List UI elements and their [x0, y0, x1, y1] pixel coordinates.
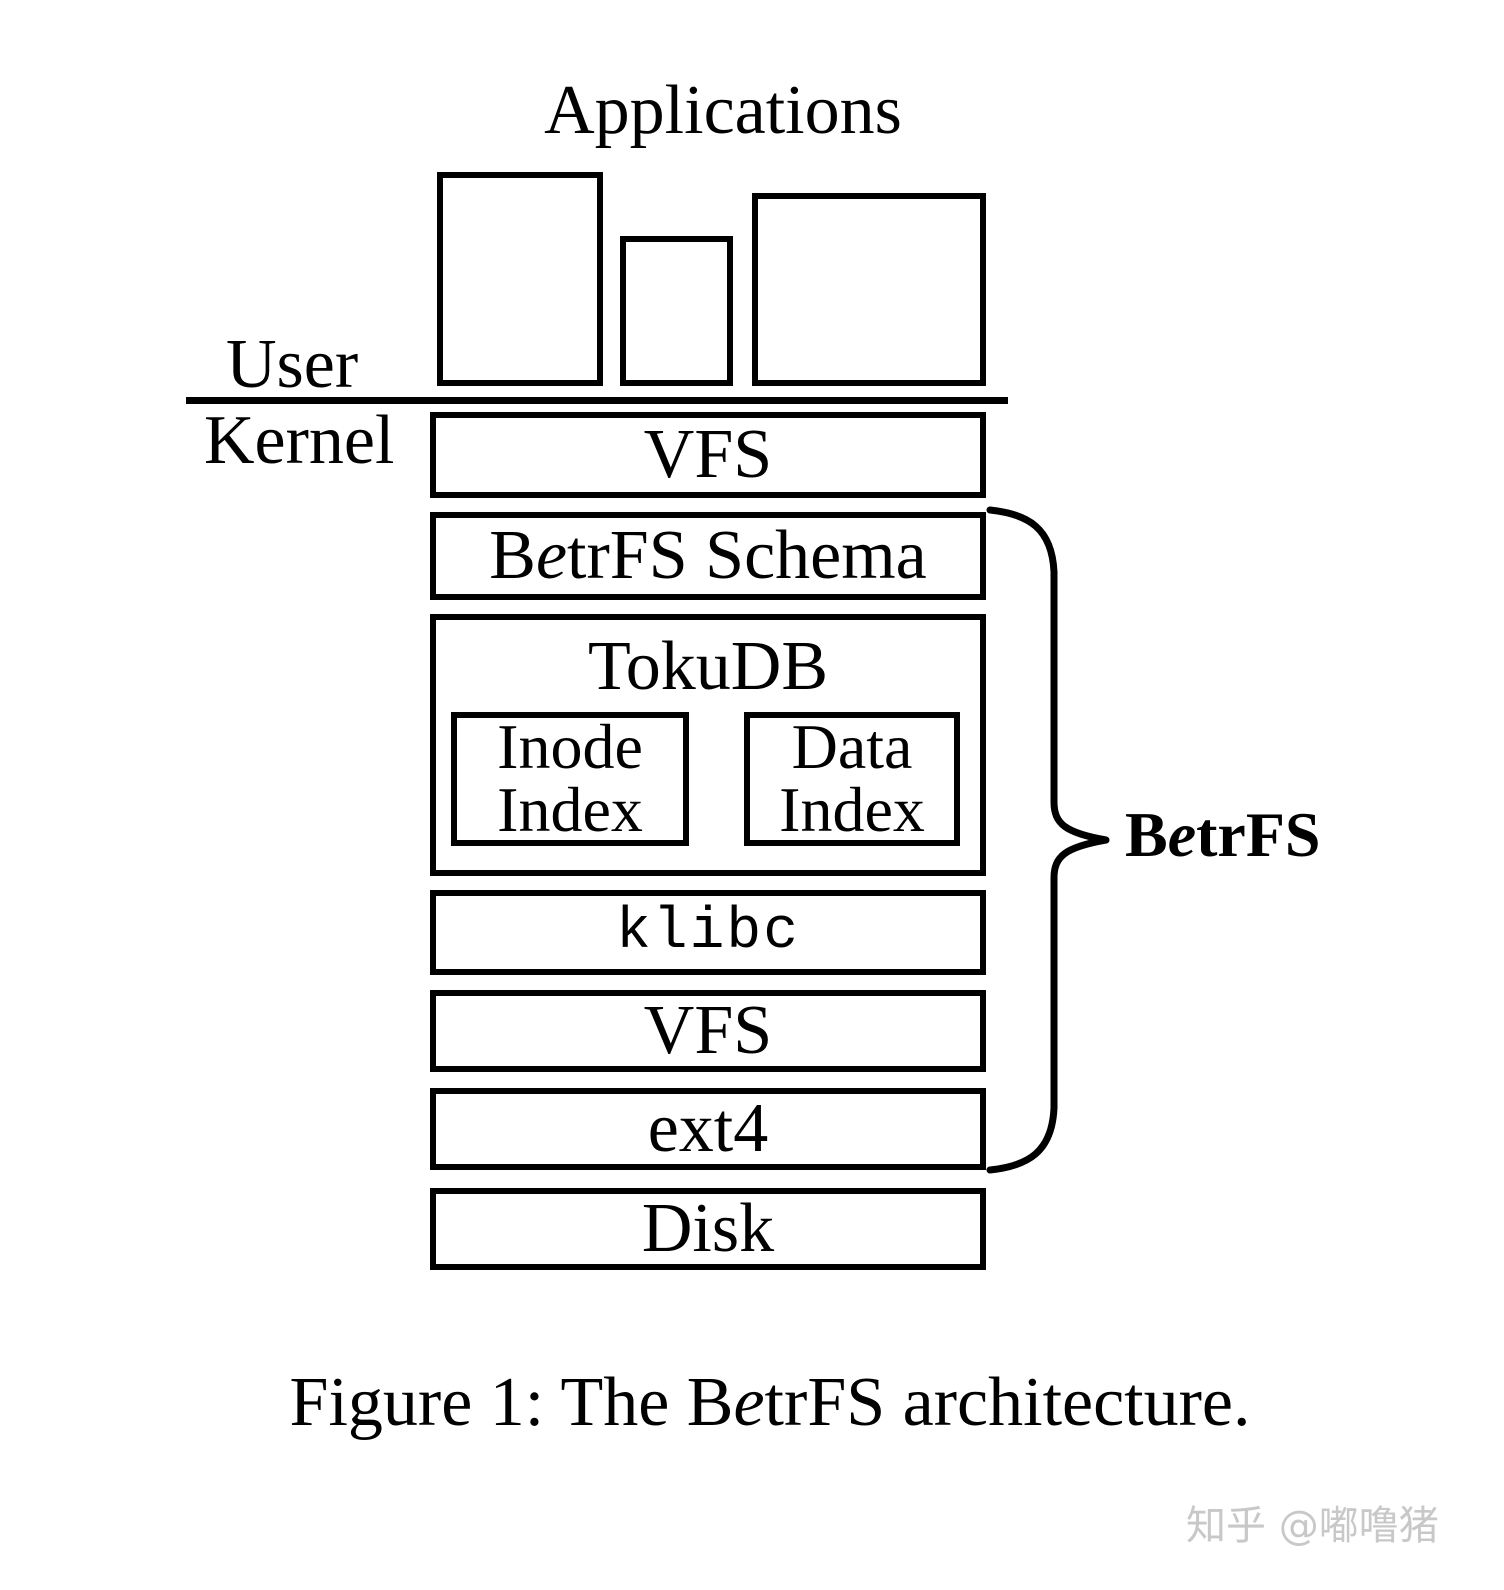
application-box-1	[437, 172, 603, 386]
schema-label-prefix: B	[489, 517, 536, 594]
ext4-box: ext4	[430, 1088, 986, 1170]
applications-title: Applications	[544, 72, 902, 149]
vfs-top-box: VFS	[430, 412, 986, 498]
klibc-label: klibc	[615, 899, 801, 965]
data-index-line1: Data	[791, 711, 913, 783]
caption-prefix: Figure 1: The B	[289, 1364, 734, 1441]
kernel-label: Kernel	[204, 402, 395, 479]
user-kernel-divider-line	[186, 397, 1008, 404]
caption-italic-e: e	[733, 1364, 765, 1441]
brace-label-prefix: B	[1125, 799, 1168, 870]
betrfs-group-brace	[986, 506, 1110, 1174]
data-index-box: Data Index	[744, 712, 960, 846]
inode-index-line2: Index	[497, 774, 643, 845]
klibc-box: klibc	[430, 890, 986, 975]
disk-box: Disk	[430, 1188, 986, 1270]
schema-label-italic-e: e	[535, 517, 568, 594]
figure-caption: Figure 1: The BetrFS architecture.	[290, 1368, 1251, 1438]
betrfs-schema-box: BetrFS Schema	[430, 512, 986, 600]
caption-suffix: trFS architecture.	[764, 1364, 1251, 1441]
vfs-bottom-label: VFS	[643, 992, 773, 1069]
brace-label-italic-e: e	[1167, 799, 1197, 870]
application-box-3	[752, 193, 986, 386]
zhihu-watermark: 知乎 @嘟噜猪	[1186, 1503, 1439, 1549]
disk-label: Disk	[641, 1190, 775, 1267]
betrfs-schema-label: BetrFS Schema	[489, 521, 927, 591]
inode-index-line1: Inode	[497, 711, 643, 783]
vfs-bottom-box: VFS	[430, 990, 986, 1072]
brace-label-suffix: trFS	[1196, 799, 1321, 870]
betrfs-brace-label: BetrFS	[1125, 803, 1321, 867]
user-label: User	[226, 326, 359, 403]
tokudb-label: TokuDB	[587, 628, 829, 705]
inode-index-box: Inode Index	[451, 712, 689, 846]
vfs-top-label: VFS	[643, 416, 773, 493]
data-index-line2: Index	[779, 774, 925, 845]
schema-label-suffix: trFS Schema	[567, 517, 927, 594]
ext4-label: ext4	[647, 1090, 769, 1167]
application-box-2	[620, 236, 733, 386]
